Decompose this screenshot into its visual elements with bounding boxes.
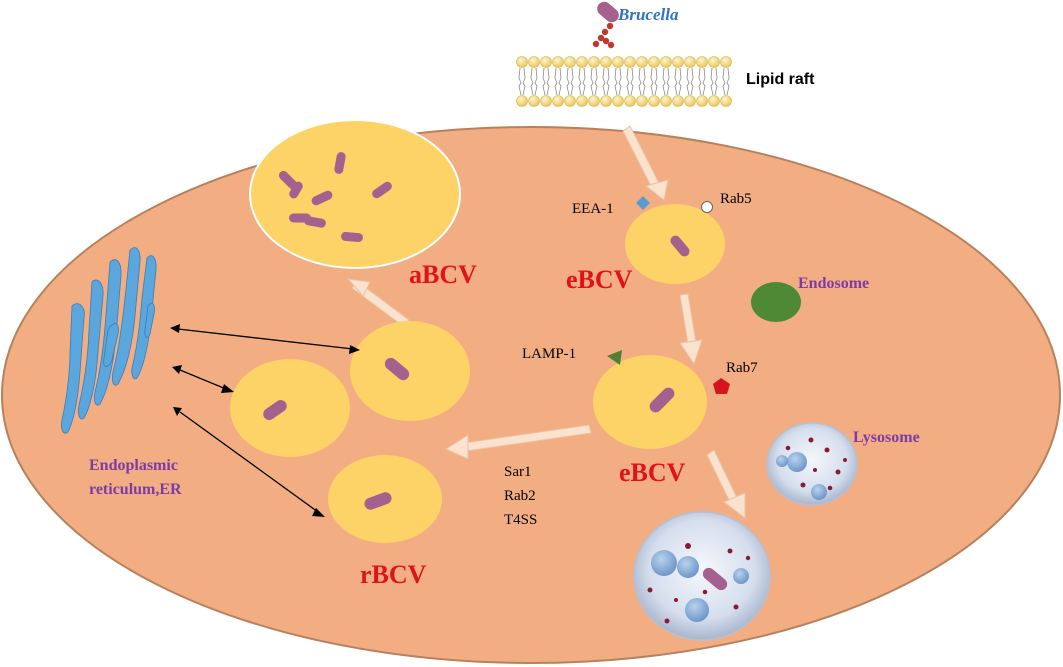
rab7-marker-icon xyxy=(713,378,730,394)
ebcv-mid-vacuole xyxy=(593,355,707,449)
bcv-upper xyxy=(350,321,470,421)
t4ss-label: T4SS xyxy=(504,512,537,528)
abcv-vacuole xyxy=(249,119,461,269)
phagolysosome xyxy=(633,511,771,641)
arrow-ebcv-to-rbcv xyxy=(444,424,592,460)
lamp1-label: LAMP-1 xyxy=(522,346,576,362)
endoplasmic-reticulum-icon xyxy=(61,247,157,434)
brucella-bacterium-icon xyxy=(592,1,619,49)
arrow-er-to-bcv-middle xyxy=(172,365,234,393)
bcv-middle xyxy=(230,359,350,457)
ebcv-top-label: eBCV xyxy=(566,265,633,294)
rab2-label: Rab2 xyxy=(504,488,536,504)
rab5-marker-icon xyxy=(701,201,713,213)
er-interaction-arrows xyxy=(170,324,360,517)
ebcv-mid-label: eBCV xyxy=(619,458,686,487)
ebcv-top-vacuole xyxy=(625,204,725,284)
er-label-line2: reticulum,ER xyxy=(89,481,182,498)
endosome-label: Endosome xyxy=(798,275,869,292)
abcv-label: aBCV xyxy=(409,260,477,289)
arrow-ebcv-to-ebcv xyxy=(679,293,703,366)
lamp1-marker-icon xyxy=(607,350,622,365)
brucella-label: Brucella xyxy=(617,5,679,24)
rbcv-vacuole xyxy=(328,455,442,543)
arrow-raft-to-ebcv xyxy=(622,125,669,201)
lipid-raft-membrane xyxy=(516,56,732,107)
arrow-er-to-bcv-upper xyxy=(170,324,360,354)
rab7-label: Rab7 xyxy=(726,360,758,376)
lysosome xyxy=(766,422,858,506)
eea1-marker-icon xyxy=(636,196,650,210)
rbcv-label: rBCV xyxy=(360,560,427,589)
pathway-arrows xyxy=(346,125,746,520)
er-label-line1: Endoplasmic xyxy=(89,457,178,474)
endosome xyxy=(751,282,801,322)
sar1-label: Sar1 xyxy=(504,464,532,480)
rab5-label: Rab5 xyxy=(720,191,752,207)
lysosome-label: Lysosome xyxy=(853,429,920,446)
host-cell xyxy=(1,126,1061,664)
lipid-raft-label: Lipid raft xyxy=(746,71,815,88)
eea1-label: EEA-1 xyxy=(572,201,614,217)
arrow-er-to-rbcv xyxy=(173,407,325,517)
arrow-ebcv-to-lysosome xyxy=(706,449,746,520)
